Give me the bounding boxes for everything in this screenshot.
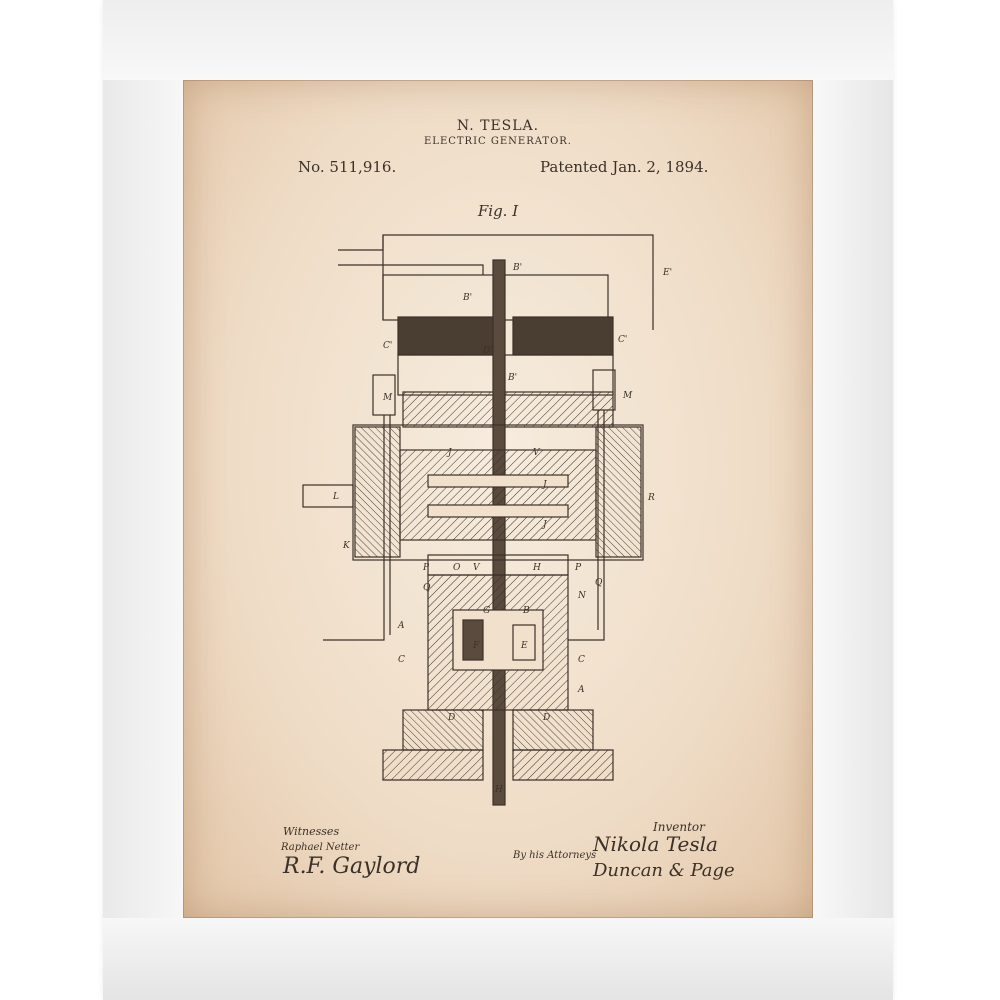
inventor-label: Inventor: [653, 820, 705, 834]
label-d-left: D: [447, 713, 455, 723]
patent-number: No. 511,916.: [298, 158, 397, 176]
label-a-right: A: [577, 685, 585, 695]
figure-caption: Fig. I: [477, 202, 519, 220]
witnesses-label: Witnesses: [283, 825, 340, 838]
label-p-left: P: [422, 563, 430, 573]
frame-left-bevel: [103, 0, 183, 1000]
label-j-low: J: [541, 520, 548, 530]
label-r: R: [647, 493, 655, 503]
label-m-left: M: [382, 393, 393, 403]
patent-print: N. TESLA. ELECTRIC GENERATOR. No. 511,91…: [183, 80, 813, 918]
label-d2: D': [482, 346, 493, 356]
label-k: K: [342, 541, 351, 551]
figure-labels: B' E' B' C' C' D' B' M M J V J J L R K P…: [332, 263, 672, 795]
label-l: L: [332, 492, 339, 502]
label-n: N: [577, 591, 587, 601]
label-v-top: V: [533, 448, 541, 458]
frame-bottom-bevel: [103, 918, 893, 1000]
label-j-top: J: [446, 448, 453, 458]
label-b1-mid: B': [507, 373, 517, 383]
label-c1-right: C': [618, 335, 627, 345]
attorneys-signature: Duncan & Page: [593, 860, 735, 881]
label-d-right: D: [542, 713, 550, 723]
label-q-left: Q: [423, 583, 431, 593]
patent-date: Patented Jan. 2, 1894.: [540, 158, 709, 176]
label-j-mid: J: [541, 480, 548, 490]
invention-title: ELECTRIC GENERATOR.: [424, 136, 572, 147]
label-g: G: [483, 606, 490, 616]
label-m-right: M: [622, 391, 633, 401]
label-e-low: E: [520, 641, 528, 651]
inventor-name: N. TESLA.: [456, 118, 540, 134]
label-a-left: A: [397, 621, 405, 631]
label-p-right: P: [574, 563, 582, 573]
label-h-mid: H: [532, 563, 541, 573]
label-o: O: [453, 563, 461, 573]
witness-2-signature: R.F. Gaylord: [283, 854, 421, 879]
frame-top-bevel: [103, 0, 893, 80]
label-b1-left: B': [462, 293, 472, 303]
witness-1-signature: Raphael Netter: [281, 842, 360, 853]
label-c1-left: C': [383, 341, 392, 351]
label-c-left: C: [398, 655, 405, 665]
label-f: F: [472, 641, 480, 651]
label-c-right: C: [578, 655, 585, 665]
attorneys-label: By his Attorneys: [513, 850, 597, 861]
generator-drawing: B' E' B' C' C' D' B' M M J V J J L R K P…: [302, 234, 672, 806]
label-b1-top: B': [512, 263, 522, 273]
label-h-bottom: H: [494, 785, 503, 795]
label-b-low: B: [522, 606, 530, 616]
label-v-low: V: [473, 563, 481, 573]
label-e1: E': [662, 268, 672, 278]
frame-right-bevel: [813, 0, 893, 1000]
label-q-right: Q: [595, 578, 603, 588]
inventor-signature: Nikola Tesla: [593, 832, 718, 856]
